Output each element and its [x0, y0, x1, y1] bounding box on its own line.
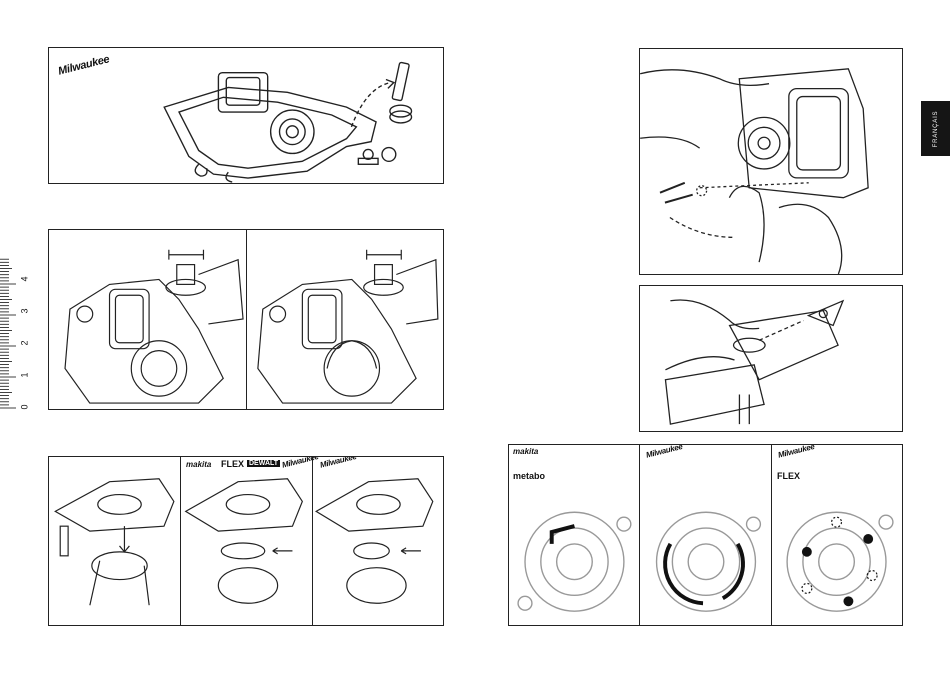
ruler-label-1: 1	[20, 372, 30, 377]
plate-alignment-illustration	[640, 49, 902, 274]
figure-brand-flange-variants: makita metabo Milwaukee Milwaukee FLEX	[508, 444, 903, 626]
ruler-label-2: 2	[20, 340, 30, 345]
ruler-label-4: 4	[20, 276, 30, 281]
figure-grinder-mounting	[639, 285, 903, 432]
ruler-label-0: 0	[20, 404, 30, 409]
grinder-mounting-illustration	[640, 286, 902, 431]
figure-plate-measure	[48, 229, 444, 410]
ruler-label-3: 3	[20, 308, 30, 313]
figure-plate-alignment	[639, 48, 903, 275]
figure-adapter-selection: makita FLEX DEWALT Milwaukee Milwaukee	[48, 456, 444, 626]
plate-assembly-illustration	[49, 48, 443, 183]
plate-measure-illustration	[49, 230, 443, 409]
language-tab-label: FRANÇAIS	[933, 110, 939, 147]
flange-variants-illustration	[509, 445, 902, 625]
adapter-selection-illustration	[49, 457, 443, 625]
figure-plate-removal: Milwaukee	[48, 47, 444, 184]
language-tab: FRANÇAIS	[921, 101, 950, 156]
